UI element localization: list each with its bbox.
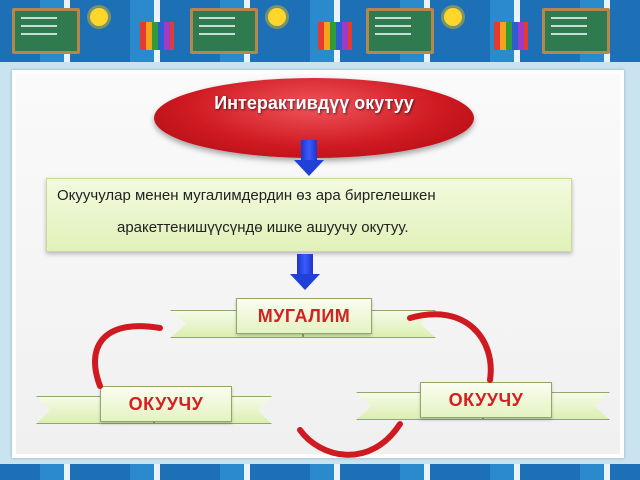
sun-icon xyxy=(444,8,462,26)
down-arrow-icon xyxy=(294,140,324,176)
definition-line-1: Окуучулар менен мугалимдердин өз ара бир… xyxy=(57,187,436,204)
definition-line-2: аракеттенишүүсүндө ишке ашуучу окутуу. xyxy=(117,219,409,236)
chalkboard-icon xyxy=(542,8,610,54)
sun-icon xyxy=(90,8,108,26)
decorative-top-border xyxy=(0,0,640,62)
sun-icon xyxy=(268,8,286,26)
decorative-bottom-border xyxy=(0,464,640,480)
student-left-label: ОКУУЧУ xyxy=(100,386,232,422)
definition-box: Окуучулар менен мугалимдердин өз ара бир… xyxy=(46,178,572,252)
slide-title: Интерактивдүү окутуу xyxy=(214,93,414,113)
pencils-icon xyxy=(318,22,352,50)
chalkboard-icon xyxy=(12,8,80,54)
student-right-label: ОКУУЧУ xyxy=(420,382,552,418)
teacher-label: МУГАЛИМ xyxy=(236,298,372,334)
chalkboard-icon xyxy=(190,8,258,54)
down-arrow-icon xyxy=(290,254,320,290)
chalkboard-icon xyxy=(366,8,434,54)
pencils-icon xyxy=(140,22,174,50)
pencils-icon xyxy=(494,22,528,50)
